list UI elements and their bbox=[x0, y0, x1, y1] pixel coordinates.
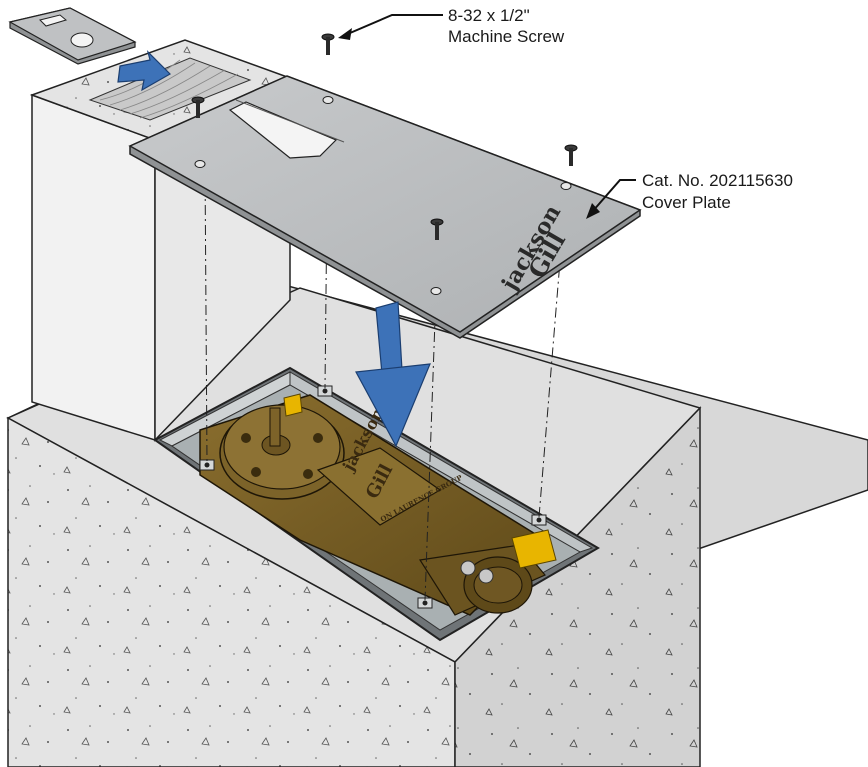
mount-bracket-left bbox=[283, 393, 303, 417]
spindle bbox=[269, 407, 281, 447]
down-arrow-large bbox=[355, 301, 431, 448]
plate-hole-2 bbox=[322, 96, 334, 104]
pocket-hole-4 bbox=[422, 600, 428, 606]
alignment-line-3 bbox=[424, 291, 437, 601]
plate-hole-3 bbox=[430, 287, 442, 295]
screw-leader-arrowhead bbox=[338, 28, 352, 40]
screw-shank bbox=[435, 222, 439, 240]
plate-leader-arrowhead bbox=[586, 203, 600, 219]
cover-plate: jackson Gill bbox=[128, 75, 642, 339]
adjust-valve-1 bbox=[460, 560, 476, 576]
slab-left-face bbox=[7, 416, 456, 767]
plate-leader bbox=[591, 179, 636, 213]
screw-callout-line1: 8-32 x 1/2" bbox=[448, 6, 530, 25]
shim-hole bbox=[70, 32, 94, 48]
pocket-hole-2 bbox=[204, 462, 210, 468]
down-arrow-head bbox=[355, 363, 431, 448]
screw-shank bbox=[326, 37, 330, 55]
machine-screws bbox=[191, 33, 578, 240]
spindle-hole-4 bbox=[303, 469, 313, 479]
screw-4 bbox=[430, 218, 444, 240]
plate-callout-line1: Cat. No. 202115630 bbox=[642, 171, 793, 190]
pocket-screw-tabs bbox=[199, 385, 547, 609]
closer-raised-panel bbox=[316, 447, 442, 526]
spacer-shim bbox=[8, 7, 137, 65]
spindle-hole-2 bbox=[313, 433, 323, 443]
pocket-hole-1 bbox=[322, 388, 328, 394]
floor-recess: jackson Gill ON LAURENCE GROUP bbox=[153, 366, 600, 642]
pocket-hole-3 bbox=[536, 517, 542, 523]
alignment-line-1 bbox=[204, 164, 208, 463]
plate-callout-line2: Cover Plate bbox=[642, 193, 731, 212]
plate-hole-4 bbox=[560, 182, 572, 190]
slab-right-face bbox=[454, 406, 701, 767]
screw-1 bbox=[321, 33, 335, 55]
floor-closer: jackson Gill ON LAURENCE GROUP bbox=[199, 393, 557, 616]
cover-plate-top bbox=[128, 75, 642, 333]
screw-shank bbox=[196, 100, 200, 118]
plate-callout: Cat. No. 202115630 Cover Plate bbox=[586, 171, 793, 219]
screw-2 bbox=[191, 96, 205, 118]
screw-leader bbox=[342, 14, 443, 37]
plate-hole-1 bbox=[194, 160, 206, 168]
spindle-hole-1 bbox=[241, 433, 251, 443]
cover-plate-groove bbox=[235, 99, 345, 143]
screw-callout: 8-32 x 1/2" Machine Screw bbox=[338, 6, 565, 46]
screw-3 bbox=[564, 144, 578, 166]
mount-bracket-right bbox=[511, 529, 557, 569]
insert-arrow-small bbox=[117, 50, 171, 92]
screw-shank bbox=[569, 148, 573, 166]
jamb-wood-grain bbox=[99, 59, 239, 119]
spindle-hole-3 bbox=[251, 467, 261, 477]
screw-callout-line2: Machine Screw bbox=[448, 27, 565, 46]
shim-notch bbox=[39, 14, 68, 27]
adjust-valve-2 bbox=[478, 568, 494, 584]
